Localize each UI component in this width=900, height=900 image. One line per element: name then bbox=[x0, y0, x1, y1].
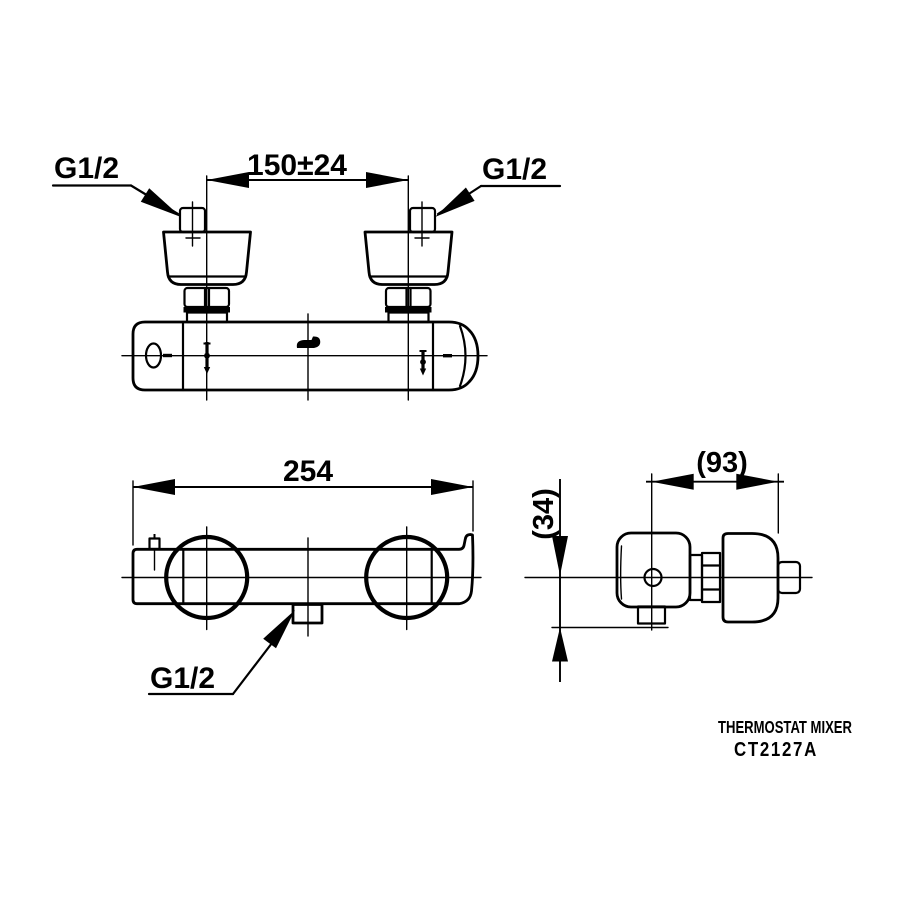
bottom-outlet-side bbox=[636, 605, 667, 625]
mixer-body-plan bbox=[131, 320, 480, 392]
left-inlet-assembly bbox=[162, 206, 252, 324]
depth-value: (93) bbox=[696, 447, 748, 479]
right-hub-circle bbox=[364, 534, 450, 621]
right-inlet-assembly bbox=[363, 206, 454, 324]
body-end-dome-arc bbox=[458, 324, 467, 388]
dimension-depth: (93) bbox=[646, 447, 784, 490]
dim34-arrow-up bbox=[552, 627, 568, 662]
g12-label-bottom: G1/2 bbox=[147, 610, 295, 696]
product-name: THERMOSTAT MIXER bbox=[718, 717, 852, 737]
product-model: CT2127A bbox=[734, 739, 818, 761]
connector-hex-nut bbox=[700, 551, 722, 604]
dim93-arrow-right bbox=[736, 473, 779, 490]
thread-label-bottom: G1/2 bbox=[150, 662, 215, 695]
front-view: 254 G1/2 bbox=[121, 455, 482, 696]
left-hub-circle bbox=[164, 534, 250, 621]
leader-arrow-top-left bbox=[140, 188, 181, 217]
set-screw-right bbox=[419, 350, 427, 376]
right-seal-band bbox=[385, 307, 432, 313]
dim254-arrow-left bbox=[133, 479, 175, 495]
leader-arrow-bottom bbox=[263, 610, 295, 649]
brand-logo-mark bbox=[296, 336, 321, 348]
dim34-arrow-down bbox=[552, 536, 568, 576]
inlet-spacing-value: 150±24 bbox=[247, 149, 347, 182]
dim-arrow-right bbox=[366, 172, 409, 188]
right-union-base bbox=[387, 311, 430, 324]
temp-button-oval bbox=[144, 342, 163, 369]
left-union-base bbox=[185, 311, 229, 324]
left-seal-band bbox=[183, 307, 230, 313]
dimension-overall-width: 254 bbox=[132, 455, 474, 546]
thread-label-top-right: G1/2 bbox=[482, 153, 547, 186]
dimension-outlet-drop: (34) bbox=[528, 479, 568, 682]
dimension-inlet-spacing: 150±24 bbox=[206, 149, 409, 188]
leader-arrow-top-right bbox=[435, 187, 475, 217]
escutcheon-inner-line bbox=[619, 545, 623, 600]
handle-knob-side bbox=[721, 532, 780, 624]
set-screw-left bbox=[203, 342, 211, 374]
side-view: (93) (34) bbox=[524, 447, 813, 682]
g12-label-top-right: G1/2 bbox=[435, 153, 562, 217]
dim93-arrow-left bbox=[651, 473, 694, 490]
cartridge-center-circle bbox=[643, 567, 663, 588]
g12-label-top-left: G1/2 bbox=[51, 152, 181, 217]
overall-width-value: 254 bbox=[283, 455, 333, 488]
stop-button-pin bbox=[148, 534, 161, 571]
thread-label-top-left: G1/2 bbox=[54, 152, 119, 185]
dim-arrow-left bbox=[206, 172, 249, 188]
dim254-arrow-right bbox=[431, 479, 473, 495]
wall-nipple-side bbox=[776, 560, 802, 595]
title-block: THERMOSTAT MIXER CT2127A bbox=[718, 717, 852, 761]
outlet-drop-value: (34) bbox=[528, 488, 560, 540]
mixer-body-front bbox=[131, 533, 475, 606]
top-view: 150±24 G1/2 G1/2 bbox=[51, 149, 562, 401]
